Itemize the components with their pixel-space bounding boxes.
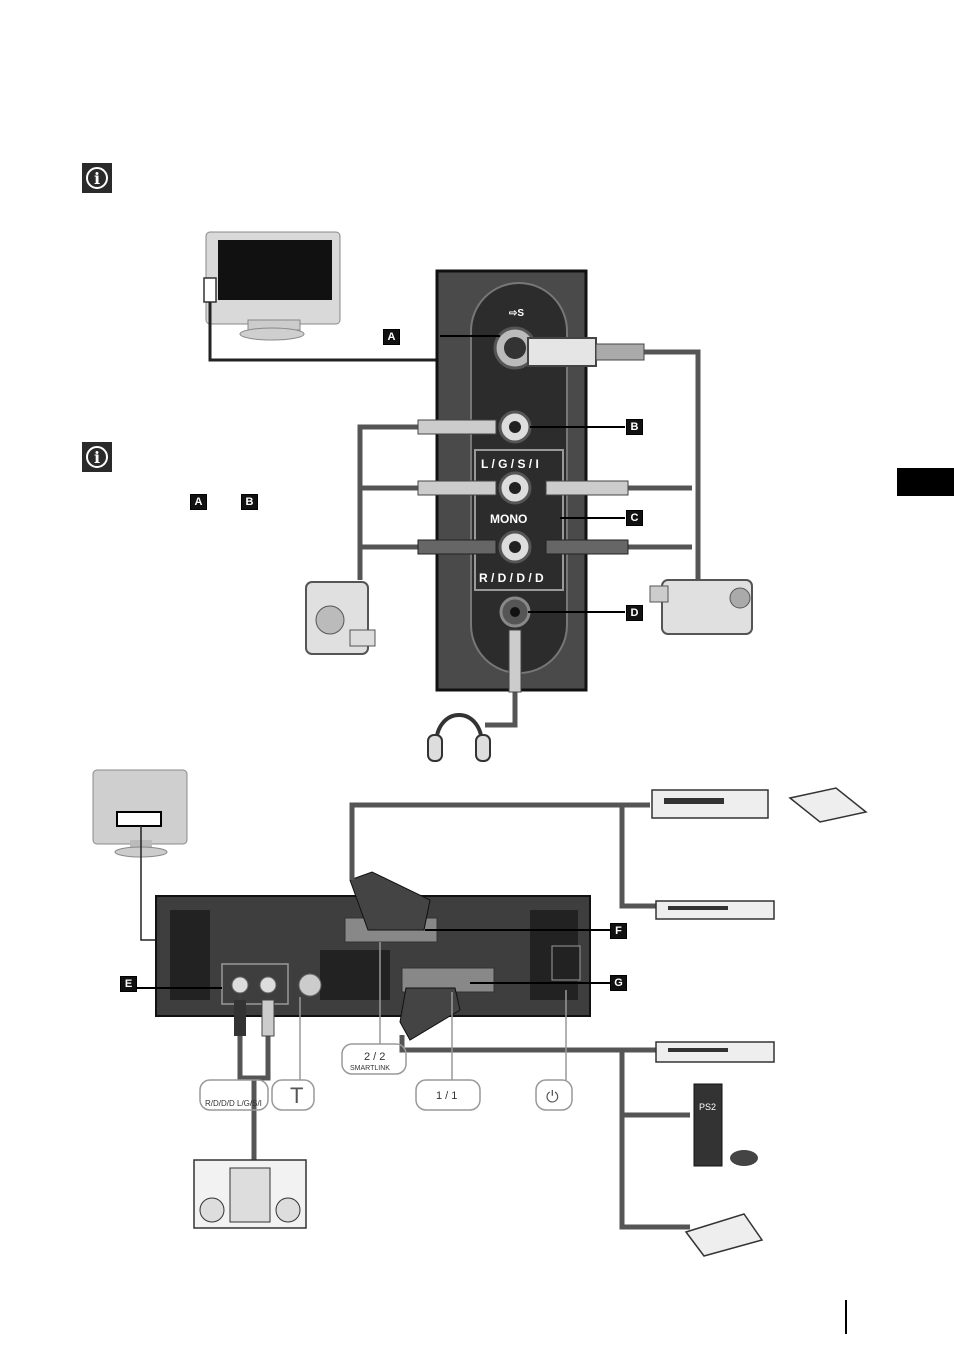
callout-scart1: 1 / 1	[436, 1090, 457, 1102]
label-c: C	[626, 510, 643, 526]
set-top-box	[684, 1213, 764, 1257]
callout-audio-out-left: L/G/S/I	[237, 1099, 262, 1108]
tv-monitor-front	[203, 231, 341, 341]
label-a: A	[383, 329, 400, 345]
audio-out-l-jack[interactable]	[259, 976, 277, 994]
svg-text:T: T	[290, 1083, 303, 1108]
svg-text:⇨S: ⇨S	[509, 308, 524, 319]
callout-audio-out: R/D/D/D	[205, 1099, 235, 1108]
front-label-right: R / D / D / D	[479, 571, 544, 585]
hifi-system	[193, 1159, 307, 1229]
svg-text:⏻: ⏻	[546, 1089, 559, 1106]
dvd-player-2	[655, 1041, 775, 1063]
info-icon: i	[82, 163, 112, 193]
front-label-left: L / G / S / I	[481, 457, 539, 471]
camcorder-left	[305, 581, 376, 655]
power-socket[interactable]	[551, 945, 581, 981]
decoder-device	[788, 787, 868, 823]
label-f: F	[610, 923, 627, 939]
label-b: B	[626, 419, 643, 435]
note-ref-a: A	[190, 494, 207, 510]
front-label-mono: MONO	[490, 512, 527, 526]
label-g: G	[610, 975, 627, 991]
vcr-device	[651, 789, 769, 819]
label-e: E	[120, 976, 137, 992]
tv-link-line	[208, 302, 440, 362]
section-tab	[897, 468, 954, 496]
callout-smartlink: SMARTLINK	[350, 1065, 390, 1072]
note-ref-b: B	[241, 494, 258, 510]
dvd-player-1	[655, 900, 775, 920]
tv-monitor-rear	[92, 769, 188, 858]
label-d: D	[626, 605, 643, 621]
camcorder-right	[649, 579, 753, 635]
page-rule	[845, 1300, 847, 1334]
antenna-jack[interactable]	[298, 973, 322, 997]
info-icon: i	[82, 442, 112, 472]
rear-cables	[237, 802, 690, 1230]
callout-scart2: 2 / 2	[364, 1051, 385, 1063]
svg-text:PS2: PS2	[699, 1102, 716, 1112]
audio-out-r-jack[interactable]	[231, 976, 249, 994]
headphones	[427, 713, 491, 762]
game-console: PS2	[693, 1083, 758, 1167]
